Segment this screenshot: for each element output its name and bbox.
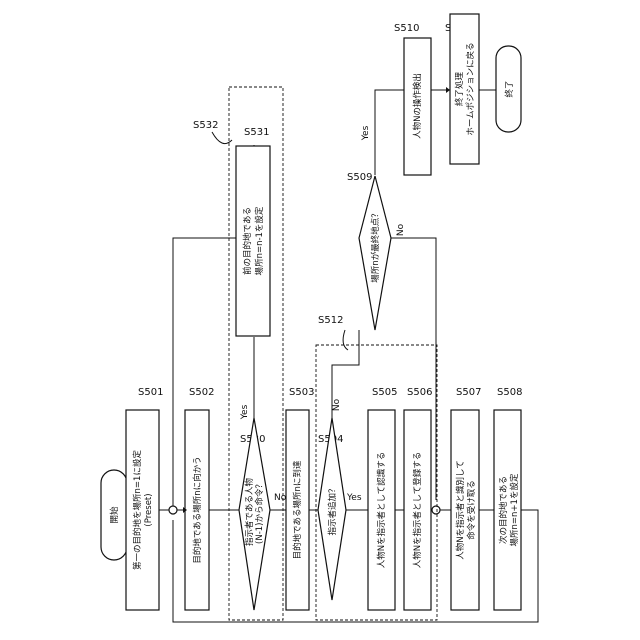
svg-text:目的地である場所nに向かう: 目的地である場所nに向かう [192,456,203,563]
svg-text:S501: S501 [138,387,163,398]
process-s508: S508 次の目的地である 場所n=n+1を設定 [494,387,522,610]
svg-text:S531: S531 [244,127,269,138]
s512-label: S512 [318,315,343,326]
svg-text:S505: S505 [372,387,397,398]
svg-text:指示者追加？: 指示者追加？ [327,484,338,535]
svg-text:前の目的地である: 前の目的地である [242,207,253,275]
svg-text:S509: S509 [347,172,372,183]
junction-circle [169,506,177,514]
process-s511: S511 終了処理 ホームポジションに戻る [445,14,479,164]
svg-text:終了: 終了 [504,80,515,97]
svg-text:終了処理: 終了処理 [454,72,465,107]
s512-leader [343,330,348,350]
svg-text:S502: S502 [189,387,214,398]
svg-text:場所n=n-1を設定: 場所n=n-1を設定 [254,206,265,275]
junction-circle [432,506,440,514]
svg-text:第一の目的地を場所n=1に設定: 第一の目的地を場所n=1に設定 [132,450,143,570]
svg-text:Yes: Yes [346,493,362,503]
svg-text:No: No [332,398,342,411]
svg-text:(N-1)から命令？: (N-1)から命令？ [254,480,265,544]
svg-text:S503: S503 [289,387,314,398]
svg-text:S508: S508 [497,387,522,398]
decision-s509: S509 場所nが最終地点？ Yes No [347,125,406,330]
svg-text:人物Nを指示者として認識する: 人物Nを指示者として認識する [376,452,387,569]
svg-text:指示者である人物: 指示者である人物 [244,478,255,546]
svg-text:S510: S510 [394,23,419,34]
process-s531: S531 前の目的地である 場所n=n-1を設定 [236,127,270,336]
end-terminator: 終了 [496,46,521,132]
decision-s530: S530 指示者である人物 (N-1)から命令？ Yes No [239,404,287,610]
svg-text:場所n=n+1を設定: 場所n=n+1を設定 [509,473,520,546]
process-s502: S502 目的地である場所nに向かう [185,387,214,610]
svg-text:命令を受け取る: 命令を受け取る [466,480,477,540]
start-terminator: 開始 [101,470,127,560]
svg-text:場所nが最終地点？: 場所nが最終地点？ [370,209,381,282]
s532-label: S532 [193,120,218,131]
svg-text:人物Nの操作検出: 人物Nの操作検出 [412,73,423,139]
svg-text:S507: S507 [456,387,481,398]
svg-text:次の目的地である: 次の目的地である [498,476,509,544]
process-s505: S505 人物Nを指示者として認識する [368,387,397,610]
decision-s504: S504 指示者追加？ No Yes [318,398,362,600]
svg-text:開始: 開始 [109,506,120,524]
svg-text:目的地である場所nに到達: 目的地である場所nに到達 [292,460,303,559]
svg-text:人物Nを指示者として登録する: 人物Nを指示者として登録する [412,452,423,569]
process-s507: S507 人物Nを指示者と識別して 命令を受け取る [451,387,481,610]
svg-text:(Preset): (Preset) [144,493,154,526]
process-s510: S510 人物Nの操作検出 [394,23,431,175]
process-s503: S503 目的地である場所nに到達 [286,387,314,610]
svg-text:Yes: Yes [361,125,371,141]
svg-text:No: No [274,493,287,503]
svg-text:ホームポジションに戻る: ホームポジションに戻る [465,42,476,135]
svg-text:S506: S506 [407,387,432,398]
svg-text:No: No [396,223,406,236]
process-s506: S506 人物Nを指示者として登録する [404,387,432,610]
svg-text:人物Nを指示者と識別して: 人物Nを指示者と識別して [455,460,466,560]
process-s501: S501 第一の目的地を場所n=1に設定 (Preset) [126,387,163,610]
svg-text:Yes: Yes [240,404,250,420]
